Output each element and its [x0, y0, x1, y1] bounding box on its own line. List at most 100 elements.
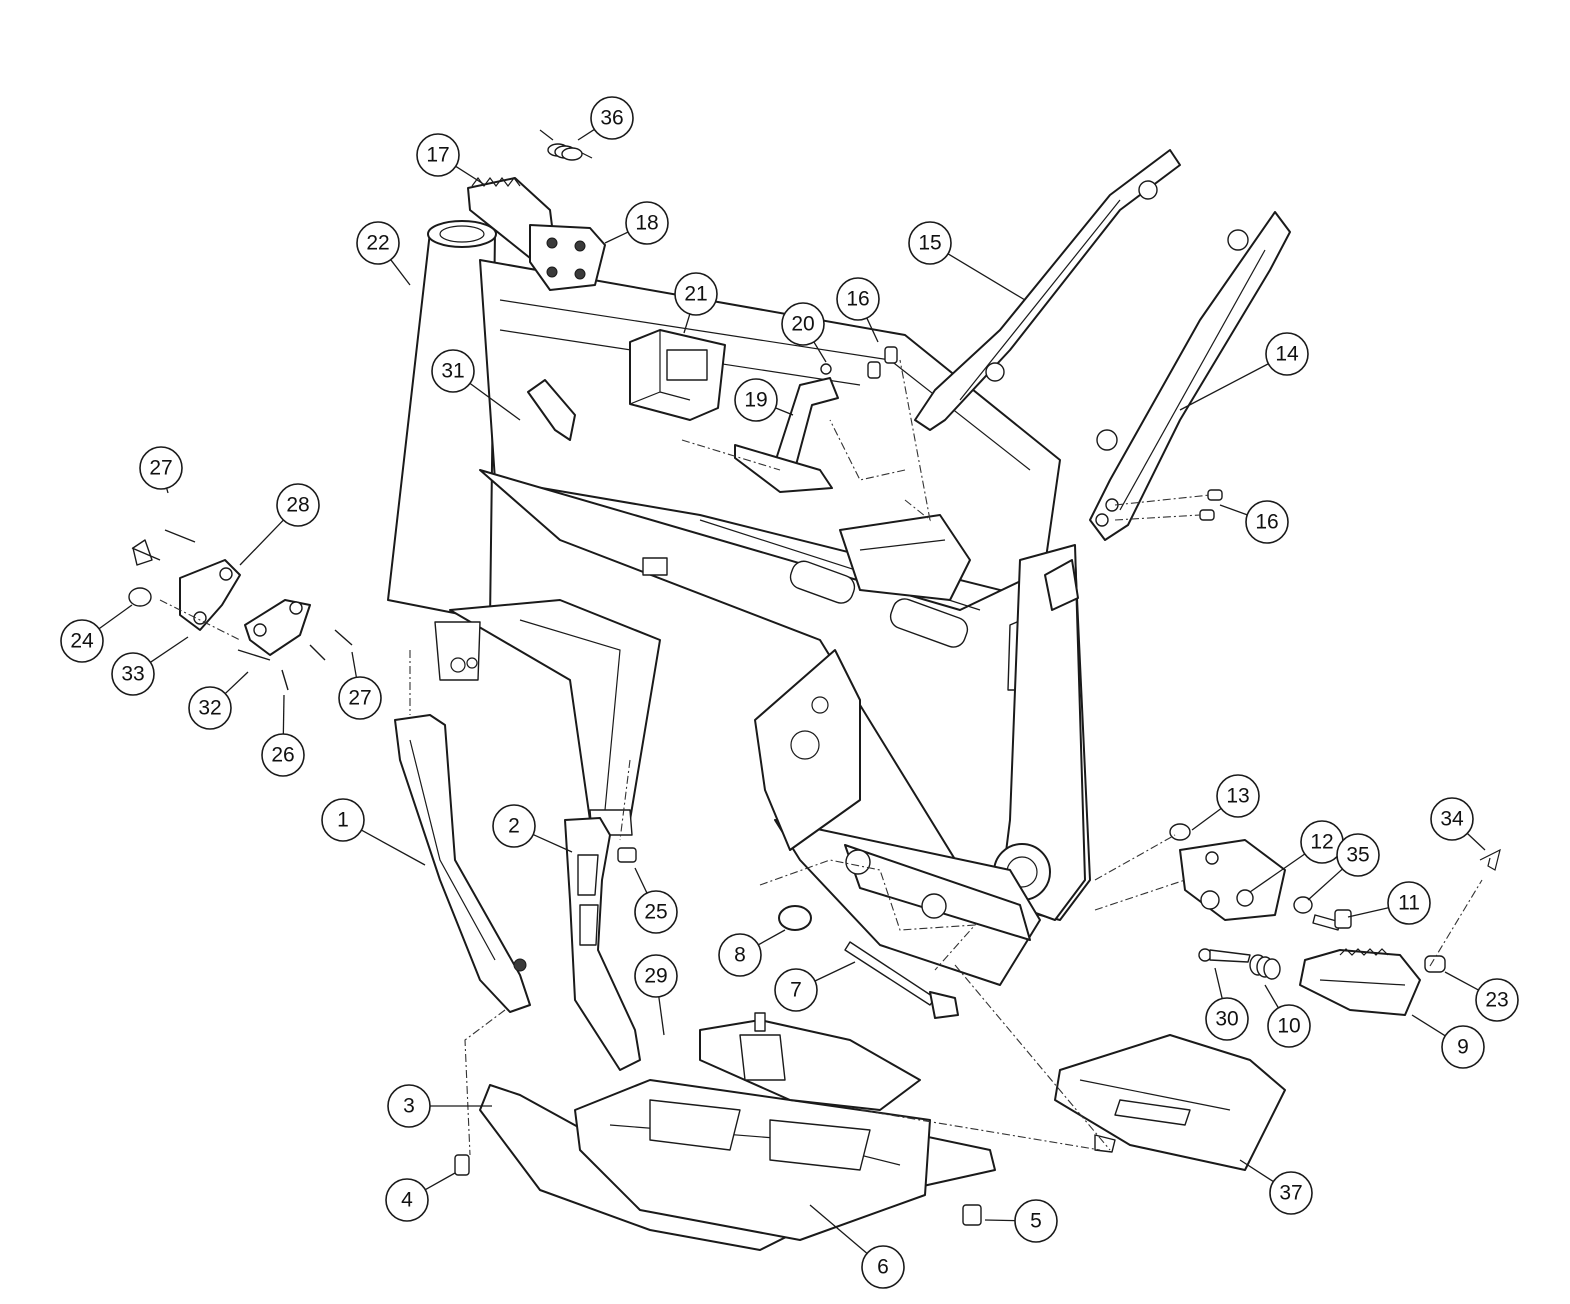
- callout-circle: [188, 686, 232, 730]
- callout-circle: [1014, 1199, 1058, 1243]
- callout-25: 25: [634, 867, 678, 934]
- callout-26: 26: [261, 694, 305, 777]
- callout-17: 17: [416, 133, 486, 186]
- callout-number: 15: [918, 232, 941, 255]
- callout-leader: [947, 253, 1026, 301]
- callout-circle: [674, 272, 718, 316]
- callout-leader: [166, 488, 169, 494]
- callout-33: 33: [111, 636, 189, 696]
- callout-number: 3: [403, 1095, 415, 1118]
- callout-number: 22: [366, 232, 389, 255]
- callout-number: 12: [1310, 831, 1333, 854]
- callout-circle: [1336, 833, 1380, 877]
- callout-circle: [734, 378, 778, 422]
- callout-number: 34: [1440, 808, 1464, 831]
- callout-leader: [532, 833, 573, 853]
- callout-circle: [431, 349, 475, 393]
- callout-number: 21: [684, 283, 707, 306]
- callout-number: 19: [744, 389, 767, 412]
- callout-number: 25: [644, 901, 667, 924]
- callout-22: 22: [356, 221, 411, 286]
- callout-number: 2: [508, 815, 520, 838]
- callout-5: 5: [984, 1199, 1058, 1243]
- engine-mount-plates: [128, 529, 353, 691]
- spring-10: [1249, 954, 1281, 980]
- callout-leader: [809, 1204, 868, 1254]
- clip-34: [1479, 848, 1501, 871]
- callout-circle: [111, 652, 155, 696]
- callout-leader: [1179, 363, 1269, 411]
- callout-leader: [455, 165, 486, 186]
- callout-11: 11: [1347, 881, 1431, 925]
- box-21: [629, 329, 726, 421]
- callout-19: 19: [734, 378, 794, 422]
- callout-23: 23: [1444, 971, 1519, 1022]
- callout-number: 23: [1485, 989, 1508, 1012]
- callout-circle: [634, 954, 678, 998]
- callout-leader: [1239, 1159, 1274, 1183]
- callout-number: 35: [1346, 844, 1369, 867]
- bolt-4: [454, 1154, 470, 1176]
- callout-leader: [1264, 984, 1279, 1009]
- pin-30: [1198, 948, 1251, 963]
- callout-9: 9: [1411, 1014, 1485, 1069]
- bracket-19: [734, 363, 839, 493]
- callout-leader: [866, 317, 879, 343]
- linkage-guard-29: [699, 1012, 921, 1111]
- callout-number: 29: [644, 965, 667, 988]
- callout-leader: [814, 961, 856, 982]
- callout-16: 16: [836, 277, 880, 343]
- bolt-5: [962, 1204, 982, 1226]
- callout-28: 28: [239, 483, 320, 566]
- subframe-rail-14: [1089, 211, 1291, 541]
- callout-leader: [98, 604, 133, 630]
- callout-number: 27: [149, 457, 172, 480]
- callout-circle: [338, 676, 382, 720]
- callout-circle: [385, 1178, 429, 1222]
- callout-circle: [1265, 332, 1309, 376]
- callout-leader: [1219, 504, 1248, 516]
- callout-3: 3: [387, 1084, 492, 1128]
- callout-number: 17: [426, 144, 449, 167]
- callout-circle: [492, 804, 536, 848]
- callout-leader: [984, 1219, 1016, 1222]
- callout-13: 13: [1191, 774, 1260, 831]
- plug-31: [527, 379, 576, 441]
- callout-circle: [1475, 978, 1519, 1022]
- callout-number: 31: [441, 360, 464, 383]
- callout-circle: [908, 221, 952, 265]
- callout-number: 5: [1030, 1210, 1042, 1233]
- callout-number: 28: [286, 494, 309, 517]
- callout-circle: [387, 1084, 431, 1128]
- callout-8: 8: [718, 929, 786, 977]
- bolt-7: [844, 941, 959, 1019]
- callout-number: 20: [791, 313, 814, 336]
- callout-leader: [1444, 971, 1479, 991]
- bolt-25: [617, 847, 637, 863]
- callout-circle: [836, 277, 880, 321]
- callout-number: 16: [846, 288, 869, 311]
- callout-leader: [150, 636, 189, 663]
- callout-number: 13: [1226, 785, 1249, 808]
- callout-15: 15: [908, 221, 1026, 301]
- callout-number: 14: [1275, 343, 1299, 366]
- callout-number: 11: [1398, 892, 1420, 915]
- callout-circle: [416, 133, 460, 177]
- callout-16: 16: [1219, 500, 1289, 544]
- callout-leader: [1214, 967, 1223, 999]
- callout-circle: [139, 446, 183, 490]
- callout-7: 7: [774, 961, 856, 1012]
- callout-34: 34: [1430, 797, 1486, 851]
- callout-circle: [1267, 1004, 1311, 1048]
- callout-1: 1: [321, 798, 426, 866]
- callout-number: 37: [1279, 1182, 1302, 1205]
- callout-24: 24: [60, 604, 133, 663]
- callout-leader: [658, 996, 665, 1036]
- callout-leader: [351, 651, 358, 678]
- callout-leader: [1347, 907, 1389, 918]
- callout-leader: [1249, 853, 1306, 893]
- subframe-rail-15: [914, 149, 1181, 431]
- callout-36: 36: [577, 96, 634, 141]
- callout-6: 6: [809, 1204, 905, 1289]
